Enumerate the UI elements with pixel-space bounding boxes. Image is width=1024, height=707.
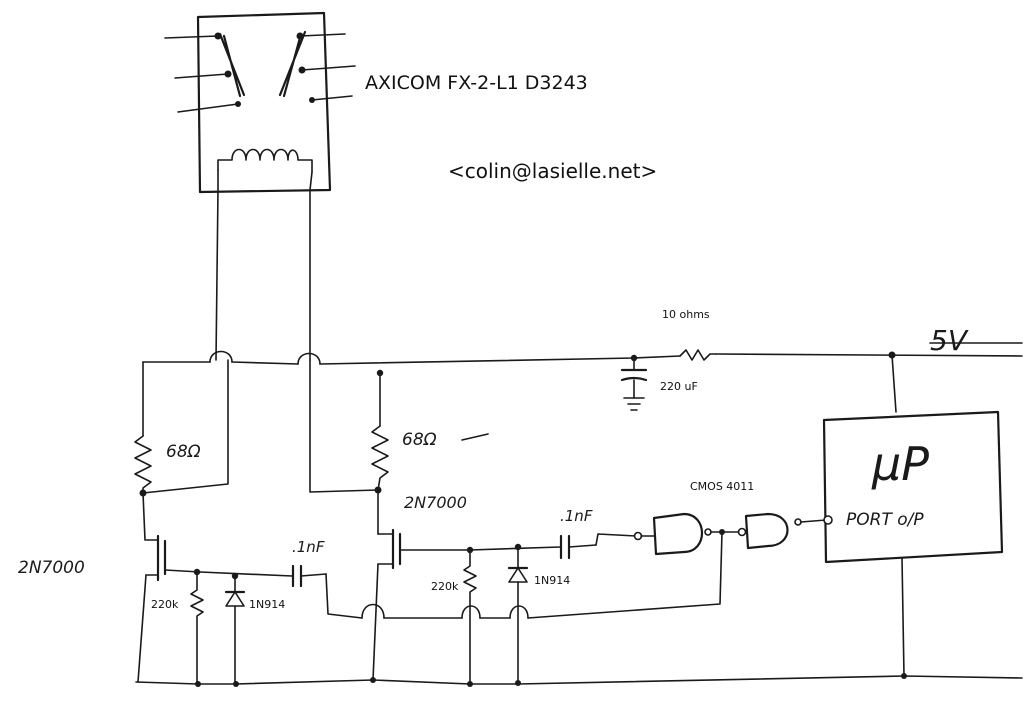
- relay-part-label: AXICOM FX-2-L1 D3243: [365, 72, 588, 94]
- mosfet-left-label: 2N7000: [18, 558, 85, 578]
- diode-left: [224, 575, 246, 685]
- cap-right: [559, 534, 597, 560]
- cap-left-label: .1nF: [292, 538, 325, 556]
- relay-body: [196, 11, 332, 194]
- relay-coil: [217, 148, 313, 173]
- relay: [164, 11, 356, 361]
- supply-rail: [142, 342, 1023, 377]
- resistor-68-right: [371, 425, 389, 491]
- resistor-220k-left: [190, 571, 204, 685]
- resistor-10-ohm: [679, 349, 717, 361]
- resistor-68-left: [134, 435, 152, 494]
- nand-gate-1: [633, 512, 741, 556]
- relay-part-text: AXICOM FX-2-L1 D3243: [365, 72, 588, 94]
- gate-ic-label: CMOS 4011: [690, 480, 754, 493]
- supply-voltage-label: 5V: [930, 324, 969, 357]
- relay-pins-right: [299, 33, 356, 101]
- diode-left-label: 1N914: [249, 598, 285, 611]
- contact-email: <colin@lasielle.net>: [448, 159, 657, 183]
- microprocessor: [822, 354, 1004, 677]
- capacitor-220uf-label: 220 uF: [660, 380, 698, 393]
- mosfet-right: [377, 528, 471, 570]
- relay-pins-left: [164, 35, 239, 113]
- relay-contact-left: [218, 32, 246, 98]
- resistor-10-ohm-label: 10 ohms: [662, 308, 710, 321]
- mosfet-left: [145, 534, 201, 582]
- resistor-68-right-label: 68Ω: [402, 430, 437, 450]
- cap-left: [291, 564, 327, 588]
- mosfet-right-label: 2N7000: [404, 493, 467, 512]
- microprocessor-box: [822, 410, 1004, 564]
- left-stage: [134, 359, 723, 685]
- microprocessor-label: µP: [871, 437, 929, 491]
- right-stage: [309, 359, 637, 685]
- ground-rail: [135, 673, 1023, 687]
- pulldown-left-label: 220k: [151, 598, 179, 611]
- nand-gate-2: [737, 512, 827, 550]
- port-output-label: PORT o/P: [846, 510, 924, 530]
- diode-right: [507, 546, 529, 685]
- cap-right-label: .1nF: [560, 507, 593, 525]
- resistor-68-left-label: 68Ω: [166, 442, 201, 462]
- capacitor-220uf: [620, 357, 648, 411]
- pulldown-right-label: 220k: [431, 580, 459, 593]
- diode-right-label: 1N914: [534, 574, 570, 587]
- relay-contact-right: [278, 30, 307, 98]
- resistor-220k-right: [463, 549, 477, 685]
- resistor-68-right-tail: [461, 433, 489, 441]
